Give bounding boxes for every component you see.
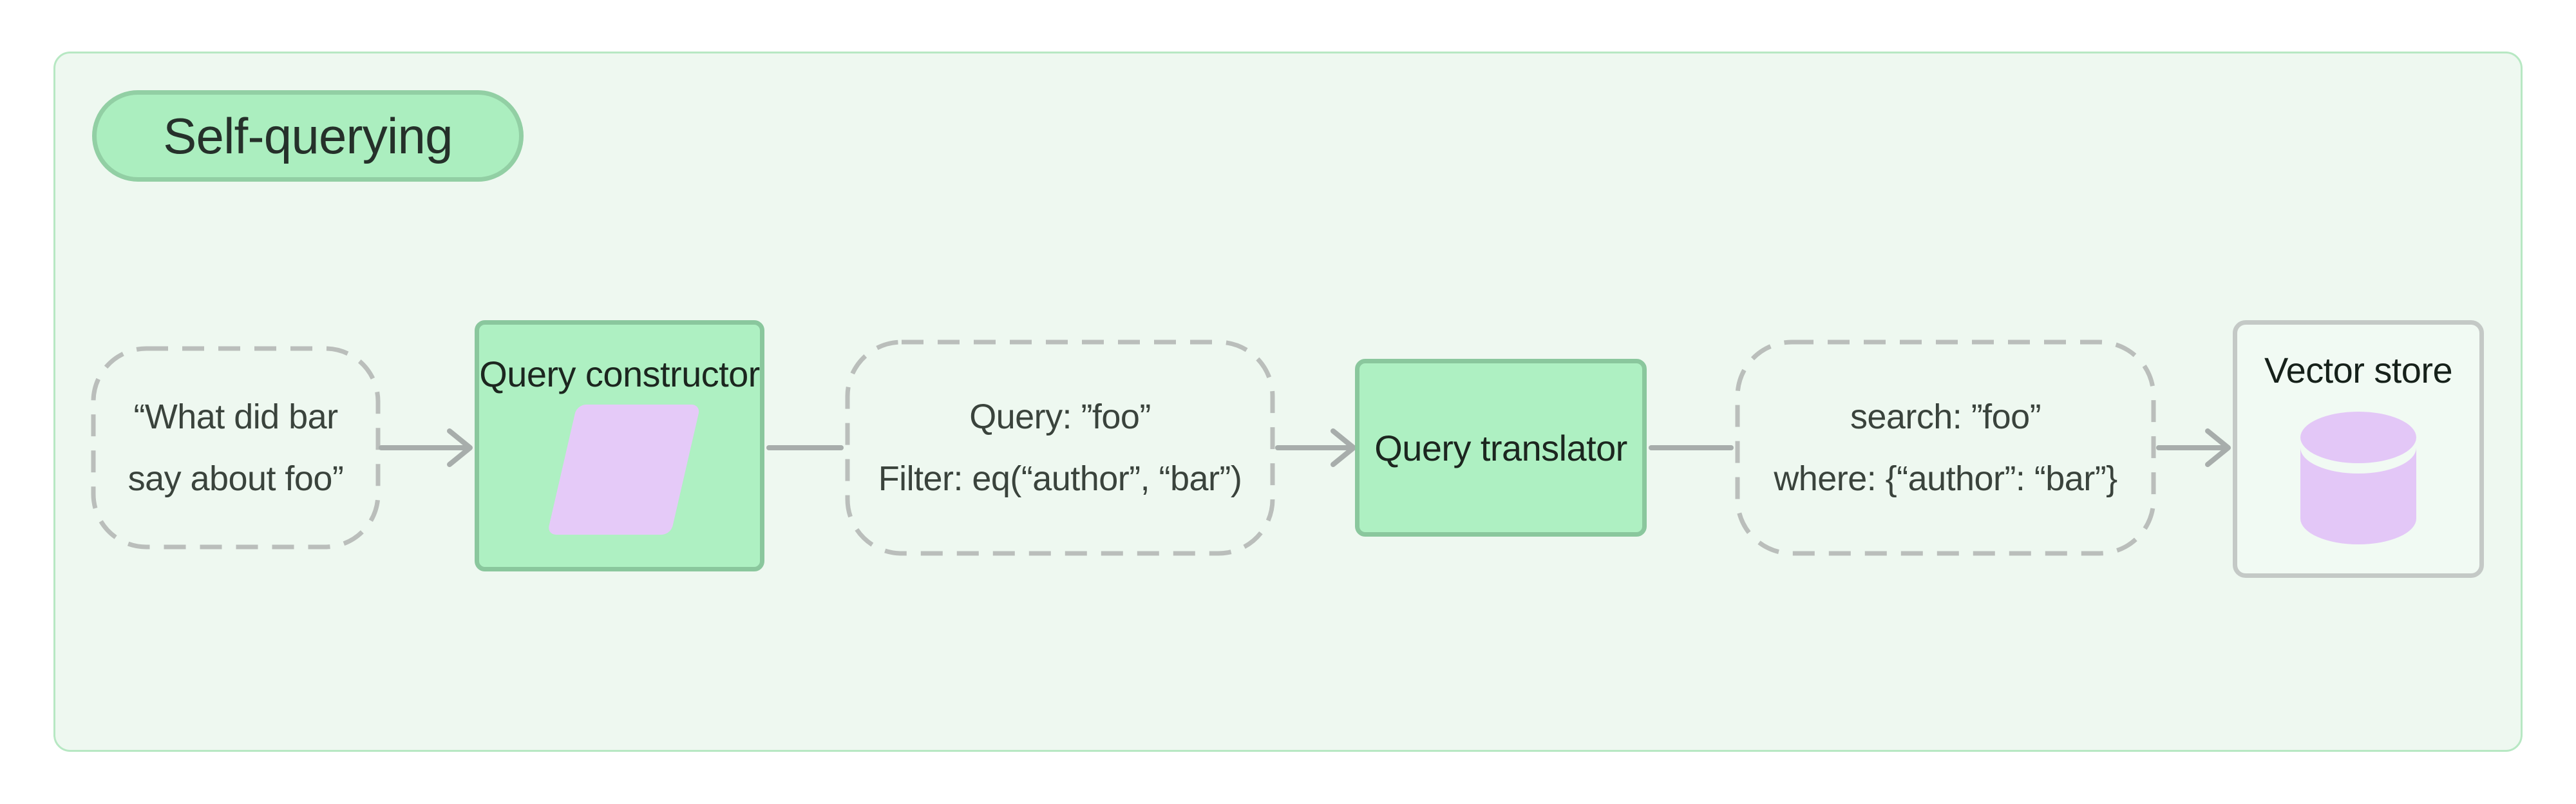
- node-translated-query: search: ”foo” where: {“author”: “bar”}: [1735, 340, 2156, 556]
- dashed-border: [845, 340, 1275, 556]
- constructed-query-line1: Query: ”foo”: [969, 397, 1151, 436]
- database-cylinder-icon: [2300, 412, 2416, 544]
- query-constructor-label: Query constructor: [479, 354, 760, 394]
- node-query-constructor: Query constructor: [475, 320, 764, 571]
- parallelogram-icon: [547, 405, 701, 535]
- query-translator-label: Query translator: [1374, 427, 1627, 468]
- user-query-line1: “What did bar: [133, 397, 338, 436]
- node-vector-store: Vector store: [2233, 320, 2484, 578]
- title-badge: Self-querying: [92, 90, 524, 182]
- arrow-query-to-vector-store-icon: [2156, 428, 2231, 467]
- user-query-line2: say about foo”: [128, 459, 344, 498]
- arrow-user-query-to-constructor-icon: [379, 428, 473, 467]
- connector-translator-to-query: [1649, 445, 1734, 450]
- node-user-query: “What did bar say about foo”: [91, 346, 381, 550]
- translated-query-line1: search: ”foo”: [1850, 397, 2041, 436]
- arrow-query-to-translator-icon: [1275, 428, 1356, 467]
- title-badge-label: Self-querying: [163, 107, 453, 164]
- vector-store-label: Vector store: [2264, 350, 2453, 390]
- constructed-query-line2: Filter: eq(“author”, “bar”): [878, 459, 1242, 498]
- dashed-border: [91, 346, 381, 550]
- node-query-translator: Query translator: [1355, 359, 1647, 537]
- connector-constructor-to-query: [766, 445, 844, 450]
- dashed-border: [1735, 340, 2156, 556]
- translated-query-line2: where: {“author”: “bar”}: [1774, 459, 2117, 498]
- node-constructed-query: Query: ”foo” Filter: eq(“author”, “bar”): [845, 340, 1275, 556]
